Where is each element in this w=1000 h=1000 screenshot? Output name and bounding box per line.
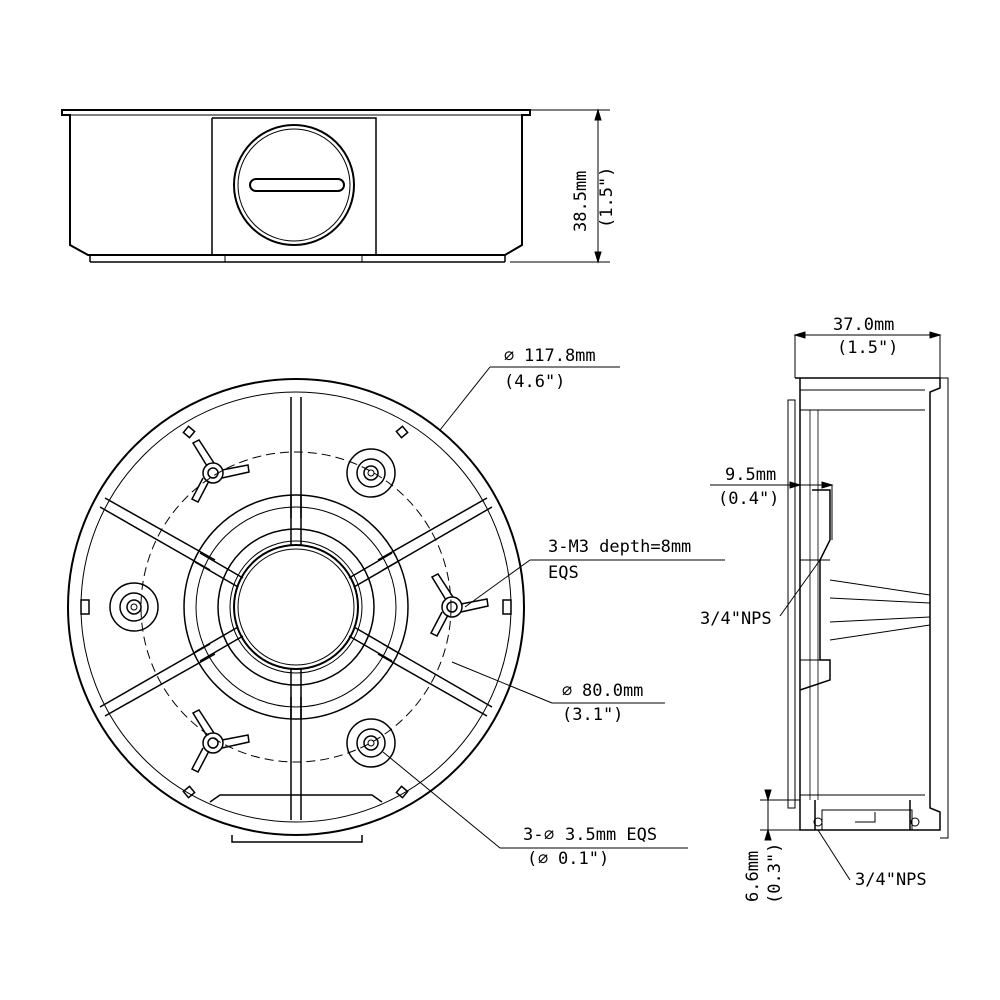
mounting-boss-right-bottom: [346, 718, 396, 768]
pcd-mm-label: 80.0mm: [582, 681, 643, 701]
m3-eqs-label: EQS: [548, 563, 579, 583]
diameter-mm-label: 117.8mm: [524, 346, 596, 366]
diameter-symbol-icon: ⌀: [562, 681, 572, 701]
hole-mm-label: 3.5mm EQS: [565, 825, 657, 845]
hole-in-label: 0.1"): [558, 849, 609, 869]
m3-spec-label: 3-M3 depth=8mm: [548, 537, 691, 557]
side-elevation-view: [61, 109, 531, 263]
diameter-symbol-icon: ⌀: [544, 825, 554, 845]
base-mm-label: 6.6mm: [743, 851, 763, 902]
mounting-boss-left: [109, 582, 159, 632]
plan-view: [67, 378, 525, 843]
plan-leaders: [382, 366, 725, 849]
offset-in-label: (0.4"): [718, 489, 779, 509]
offset-mm-label: 9.5mm: [725, 465, 776, 485]
diameter-symbol-icon: ⌀: [538, 849, 548, 869]
diameter-symbol-icon: ⌀: [504, 346, 514, 366]
paren-open-glyph: (: [527, 849, 537, 869]
depth-mm-label: 37.0mm: [833, 315, 894, 335]
m3-insert-top-left: [190, 439, 250, 503]
height-mm-label: 38.5mm: [571, 171, 591, 232]
nps-bottom-label: 3/4"NPS: [855, 870, 927, 890]
section-view: [787, 377, 949, 839]
diameter-in-label: (4.6"): [504, 372, 565, 392]
base-in-label: (0.3"): [765, 843, 785, 904]
section-dimensions: [710, 331, 942, 881]
mounting-boss-right-top: [346, 448, 396, 498]
nps-side-label: 3/4"NPS: [700, 609, 772, 629]
m3-insert-right: [429, 573, 489, 637]
height-in-label: (1.5"): [597, 167, 617, 228]
pcd-in-label: (3.1"): [562, 705, 623, 725]
depth-in-label: (1.5"): [837, 338, 898, 358]
height-dimension: [510, 108, 610, 264]
hole-spec-label: 3-: [523, 825, 543, 845]
m3-insert-bottom-left: [190, 709, 250, 773]
